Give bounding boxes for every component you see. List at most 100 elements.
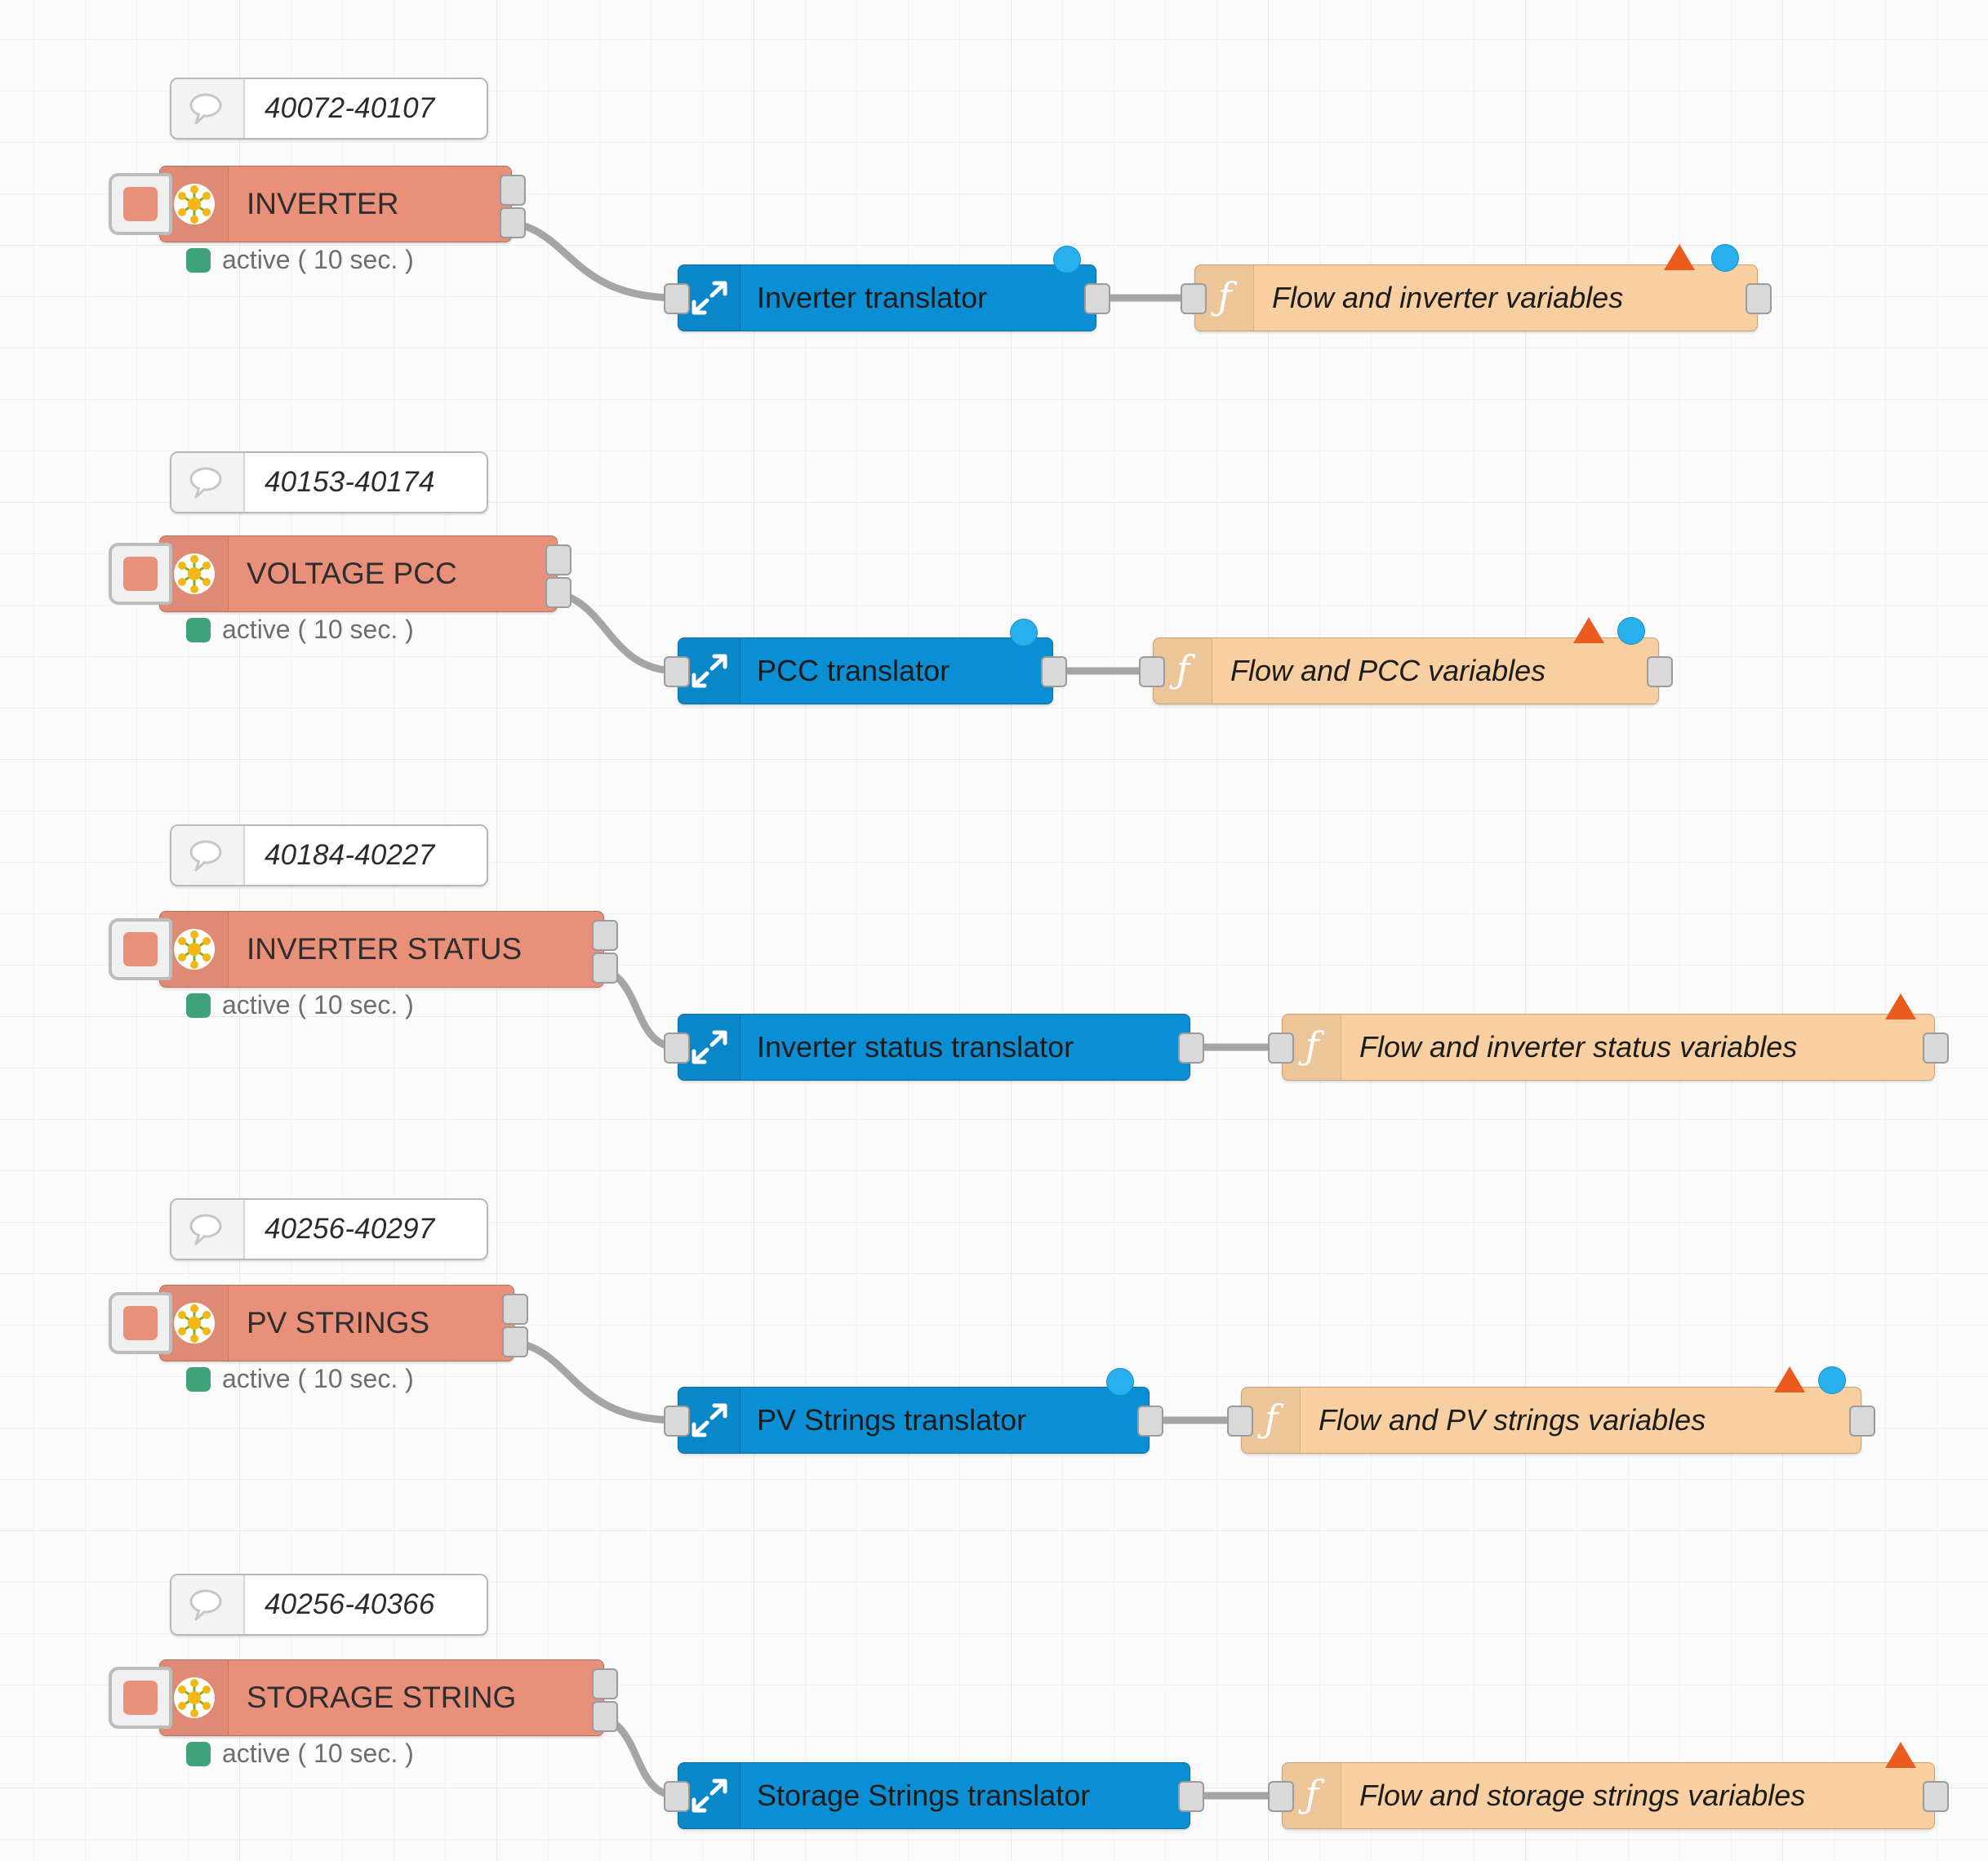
node-disable-button[interactable] [109,543,172,605]
node-disable-swatch [123,932,158,966]
function-node-label: Flow and PV strings variables [1319,1403,1706,1437]
function-node-label: Flow and storage strings variables [1359,1779,1806,1812]
translator-node-1[interactable]: Inverter translator [664,246,1110,331]
modbus-node-body[interactable]: VOLTAGE PCC [159,535,571,612]
status-dot-icon [186,617,211,642]
output-port-1[interactable] [592,920,618,951]
node-disable-swatch [123,1681,158,1715]
input-port[interactable] [1268,1033,1294,1064]
modbus-node-body[interactable]: PV STRINGS [159,1285,528,1361]
translator-node-label: Inverter translator [757,281,988,314]
status-dot-icon [186,993,211,1018]
translator-node-label: Inverter status translator [757,1030,1074,1064]
badge-unsaved-icon [1053,246,1081,273]
comment-label: 40153-40174 [265,466,435,498]
comment-node-2[interactable]: 40153-40174 [170,451,488,513]
badge-changed-icon [1664,244,1695,270]
node-disable-swatch [123,557,158,591]
badge-changed-icon [1573,617,1604,643]
comment-node-3[interactable]: 40184-40227 [170,824,488,886]
badge-unsaved-icon [1106,1368,1134,1396]
svg-text:ƒ: ƒ [1297,1774,1324,1816]
input-port[interactable] [664,656,690,687]
translator-node-2[interactable]: PCC translator [664,619,1067,704]
output-port[interactable] [1923,1781,1949,1812]
output-port-2[interactable] [500,207,526,238]
input-port[interactable] [664,283,690,314]
function-node-3[interactable]: ƒ Flow and inverter status variables [1268,993,1949,1081]
modbus-node-body[interactable]: STORAGE STRING [159,1659,618,1736]
badge-unsaved-icon [1818,1366,1846,1394]
modbus-node-body[interactable]: INVERTER STATUS [159,911,618,988]
status-dot-icon [186,1366,211,1392]
output-port-2[interactable] [592,1701,618,1732]
badge-changed-icon [1885,1742,1916,1768]
svg-text:ƒ: ƒ [1256,1399,1283,1441]
output-port[interactable] [1178,1033,1204,1064]
node-status-5: active ( 10 sec. ) [186,1739,414,1769]
node-disable-button[interactable] [109,1292,172,1354]
input-port[interactable] [664,1033,690,1064]
modbus-flower-icon [160,167,229,242]
status-dot-icon [186,1741,211,1766]
translator-node-5[interactable]: Storage Strings translator [664,1762,1204,1829]
output-port-1[interactable] [545,544,571,575]
node-status-3: active ( 10 sec. ) [186,990,414,1020]
speech-bubble-icon [171,1575,245,1634]
function-node-4[interactable]: ƒ Flow and PV strings variables [1227,1366,1875,1454]
input-port[interactable] [664,1781,690,1812]
output-port-2[interactable] [545,577,571,608]
node-disable-button[interactable] [109,173,172,235]
output-port-2[interactable] [502,1326,528,1357]
output-port[interactable] [1137,1406,1163,1437]
output-port[interactable] [1849,1406,1875,1437]
output-port-1[interactable] [500,175,526,206]
modbus-node-label: VOLTAGE PCC [247,557,457,590]
comment-node-1[interactable]: 40072-40107 [170,78,488,140]
input-port[interactable] [1139,656,1165,687]
comment-node-4[interactable]: 40256-40297 [170,1198,488,1260]
output-port-1[interactable] [592,1668,618,1699]
output-port[interactable] [1178,1781,1204,1812]
function-node-label: Flow and inverter variables [1272,281,1624,314]
function-node-5[interactable]: ƒ Flow and storage strings variables [1268,1742,1949,1829]
output-port[interactable] [1041,656,1067,687]
translator-node-3[interactable]: Inverter status translator [664,1014,1204,1081]
output-port-2[interactable] [592,953,618,984]
output-port-1[interactable] [502,1294,528,1325]
status-text: active ( 10 sec. ) [222,245,414,274]
comment-node-5[interactable]: 40256-40366 [170,1574,488,1636]
modbus-node-body[interactable]: INVERTER [159,166,526,242]
node-status-1: active ( 10 sec. ) [186,245,414,275]
modbus-node-label: INVERTER [247,187,399,220]
comment-label: 40256-40297 [265,1213,435,1245]
input-port[interactable] [1227,1406,1253,1437]
speech-bubble-icon [171,1200,245,1259]
node-disable-swatch [123,1306,158,1340]
node-status-2: active ( 10 sec. ) [186,615,414,645]
status-text: active ( 10 sec. ) [222,1364,414,1393]
modbus-node-label: INVERTER STATUS [247,932,523,966]
translator-node-4[interactable]: PV Strings translator [664,1368,1163,1454]
node-disable-button[interactable] [109,1667,172,1729]
input-port[interactable] [1181,283,1207,314]
svg-text:ƒ: ƒ [1297,1026,1324,1068]
output-port[interactable] [1647,656,1673,687]
function-node-2[interactable]: ƒ Flow and PCC variables [1139,617,1673,704]
output-port[interactable] [1746,283,1772,314]
status-text: active ( 10 sec. ) [222,615,414,644]
svg-text:ƒ: ƒ [1168,650,1195,691]
status-dot-icon [186,247,211,273]
modbus-flower-icon [160,912,229,987]
modbus-node-label: STORAGE STRING [247,1681,517,1714]
output-port[interactable] [1084,283,1110,314]
input-port[interactable] [664,1406,690,1437]
translator-node-label: Storage Strings translator [757,1779,1091,1812]
node-disable-button[interactable] [109,918,172,980]
output-port[interactable] [1923,1033,1949,1064]
badge-changed-icon [1885,993,1916,1019]
function-node-label: Flow and PCC variables [1230,654,1546,687]
node-disable-swatch [123,187,158,221]
function-node-1[interactable]: ƒ Flow and inverter variables [1181,244,1772,331]
input-port[interactable] [1268,1781,1294,1812]
